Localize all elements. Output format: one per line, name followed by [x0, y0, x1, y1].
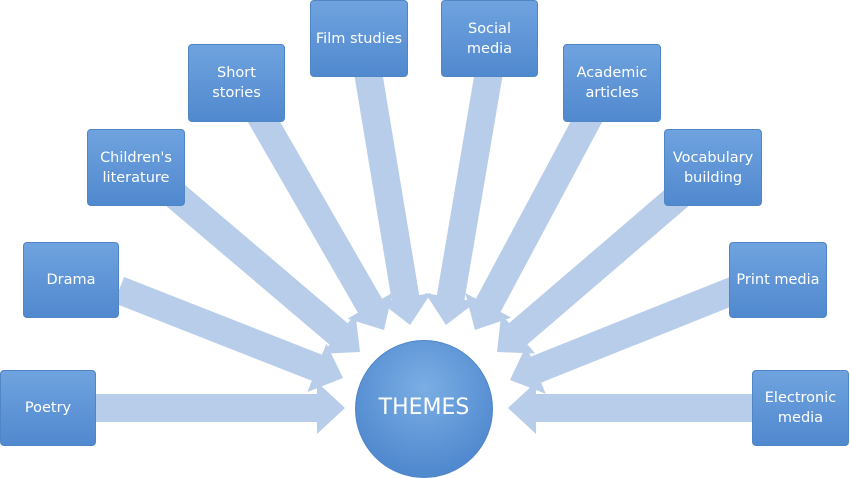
themes-hub-label: THEMES — [378, 395, 470, 420]
theme-box-childrens-literature: Children's literature — [87, 129, 185, 206]
arrow-poetry — [96, 382, 345, 434]
theme-box-print-media: Print media — [729, 242, 827, 318]
themes-hub: THEMES — [355, 340, 493, 478]
theme-box-academic-articles: Academic articles — [563, 44, 661, 122]
theme-box-short-stories: Short stories — [188, 44, 285, 122]
theme-box-vocabulary-building: Vocabulary building — [664, 129, 762, 206]
arrow-vocab — [497, 184, 690, 354]
arrow-film — [354, 69, 432, 325]
theme-box-film-studies: Film studies — [310, 0, 408, 77]
theme-box-electronic-media: Electronic media — [752, 370, 849, 446]
arrow-children — [165, 184, 360, 354]
arrow-print — [510, 277, 741, 394]
arrow-academic — [465, 108, 603, 331]
theme-box-drama: Drama — [23, 242, 119, 318]
arrow-social — [425, 69, 503, 325]
arrow-electronic — [508, 382, 752, 434]
arrows-layer — [96, 69, 752, 434]
theme-box-poetry: Poetry — [0, 370, 96, 446]
arrow-short — [247, 108, 393, 330]
theme-box-social-media: Social media — [441, 0, 538, 77]
arrow-drama — [113, 277, 344, 392]
